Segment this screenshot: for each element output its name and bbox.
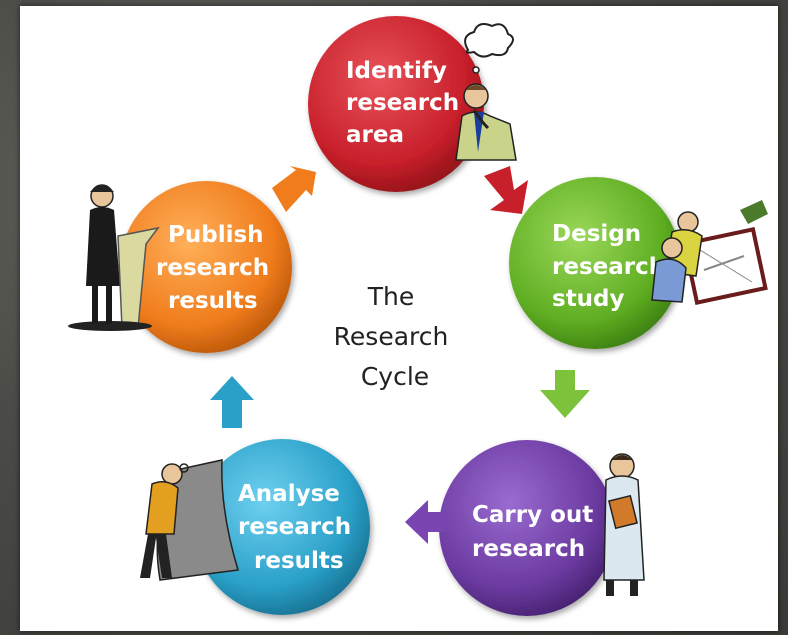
stage-identify-circle bbox=[308, 16, 484, 192]
stage-identify-line-3: area bbox=[346, 122, 404, 148]
arrow-design-to-carry bbox=[540, 370, 590, 418]
stage-analyse-line-1: Analyse bbox=[238, 481, 340, 507]
stage-identify-line-2: research bbox=[346, 90, 459, 116]
arrow-identify-to-design bbox=[484, 166, 528, 214]
arrow-publish-to-identify bbox=[272, 166, 316, 212]
cycle-title-line-3: Cycle bbox=[361, 362, 429, 391]
stage-design-line-3: study bbox=[552, 286, 625, 312]
stage-design-label: Design research study bbox=[552, 221, 673, 312]
cycle-title-line-1: The bbox=[367, 282, 415, 311]
cycle-title: The Research Cycle bbox=[334, 282, 457, 391]
stage-design-line-1: Design bbox=[552, 221, 641, 247]
stage-design-line-2: research bbox=[552, 254, 665, 280]
stage-publish-circle bbox=[120, 181, 292, 353]
stage-publish-line-1: Publish bbox=[168, 222, 264, 248]
stage-carry-line-1: Carry out bbox=[472, 502, 593, 528]
speaker-at-podium-icon bbox=[68, 184, 160, 331]
scientist-with-clipboard-icon bbox=[603, 453, 645, 596]
stage-carry-circle bbox=[439, 440, 615, 616]
stage-design-circle bbox=[509, 177, 681, 349]
person-reading-paper-icon bbox=[140, 459, 239, 581]
stage-analyse-line-2: research bbox=[238, 514, 351, 540]
arrow-analyse-to-publish bbox=[210, 376, 254, 428]
stage-identify-line-1: Identify bbox=[346, 58, 447, 84]
stage-carry-line-2: research bbox=[472, 536, 585, 562]
stage-publish-label: Publish research results bbox=[156, 222, 277, 314]
stage-publish-line-3: results bbox=[168, 288, 258, 314]
stage-carry-label: Carry out research bbox=[472, 502, 601, 562]
thinking-man-icon bbox=[455, 23, 517, 161]
arrow-carry-to-analyse bbox=[405, 500, 446, 544]
stage-publish-line-2: research bbox=[156, 255, 269, 281]
stage-identify-label: Identify research area bbox=[346, 58, 467, 148]
stage-analyse-circle bbox=[194, 439, 370, 615]
cycle-title-line-2: Research bbox=[334, 322, 449, 351]
designers-at-table-icon bbox=[651, 200, 768, 305]
stage-analyse-label: Analyse research results bbox=[238, 481, 359, 574]
stage-analyse-line-3: results bbox=[254, 548, 344, 574]
